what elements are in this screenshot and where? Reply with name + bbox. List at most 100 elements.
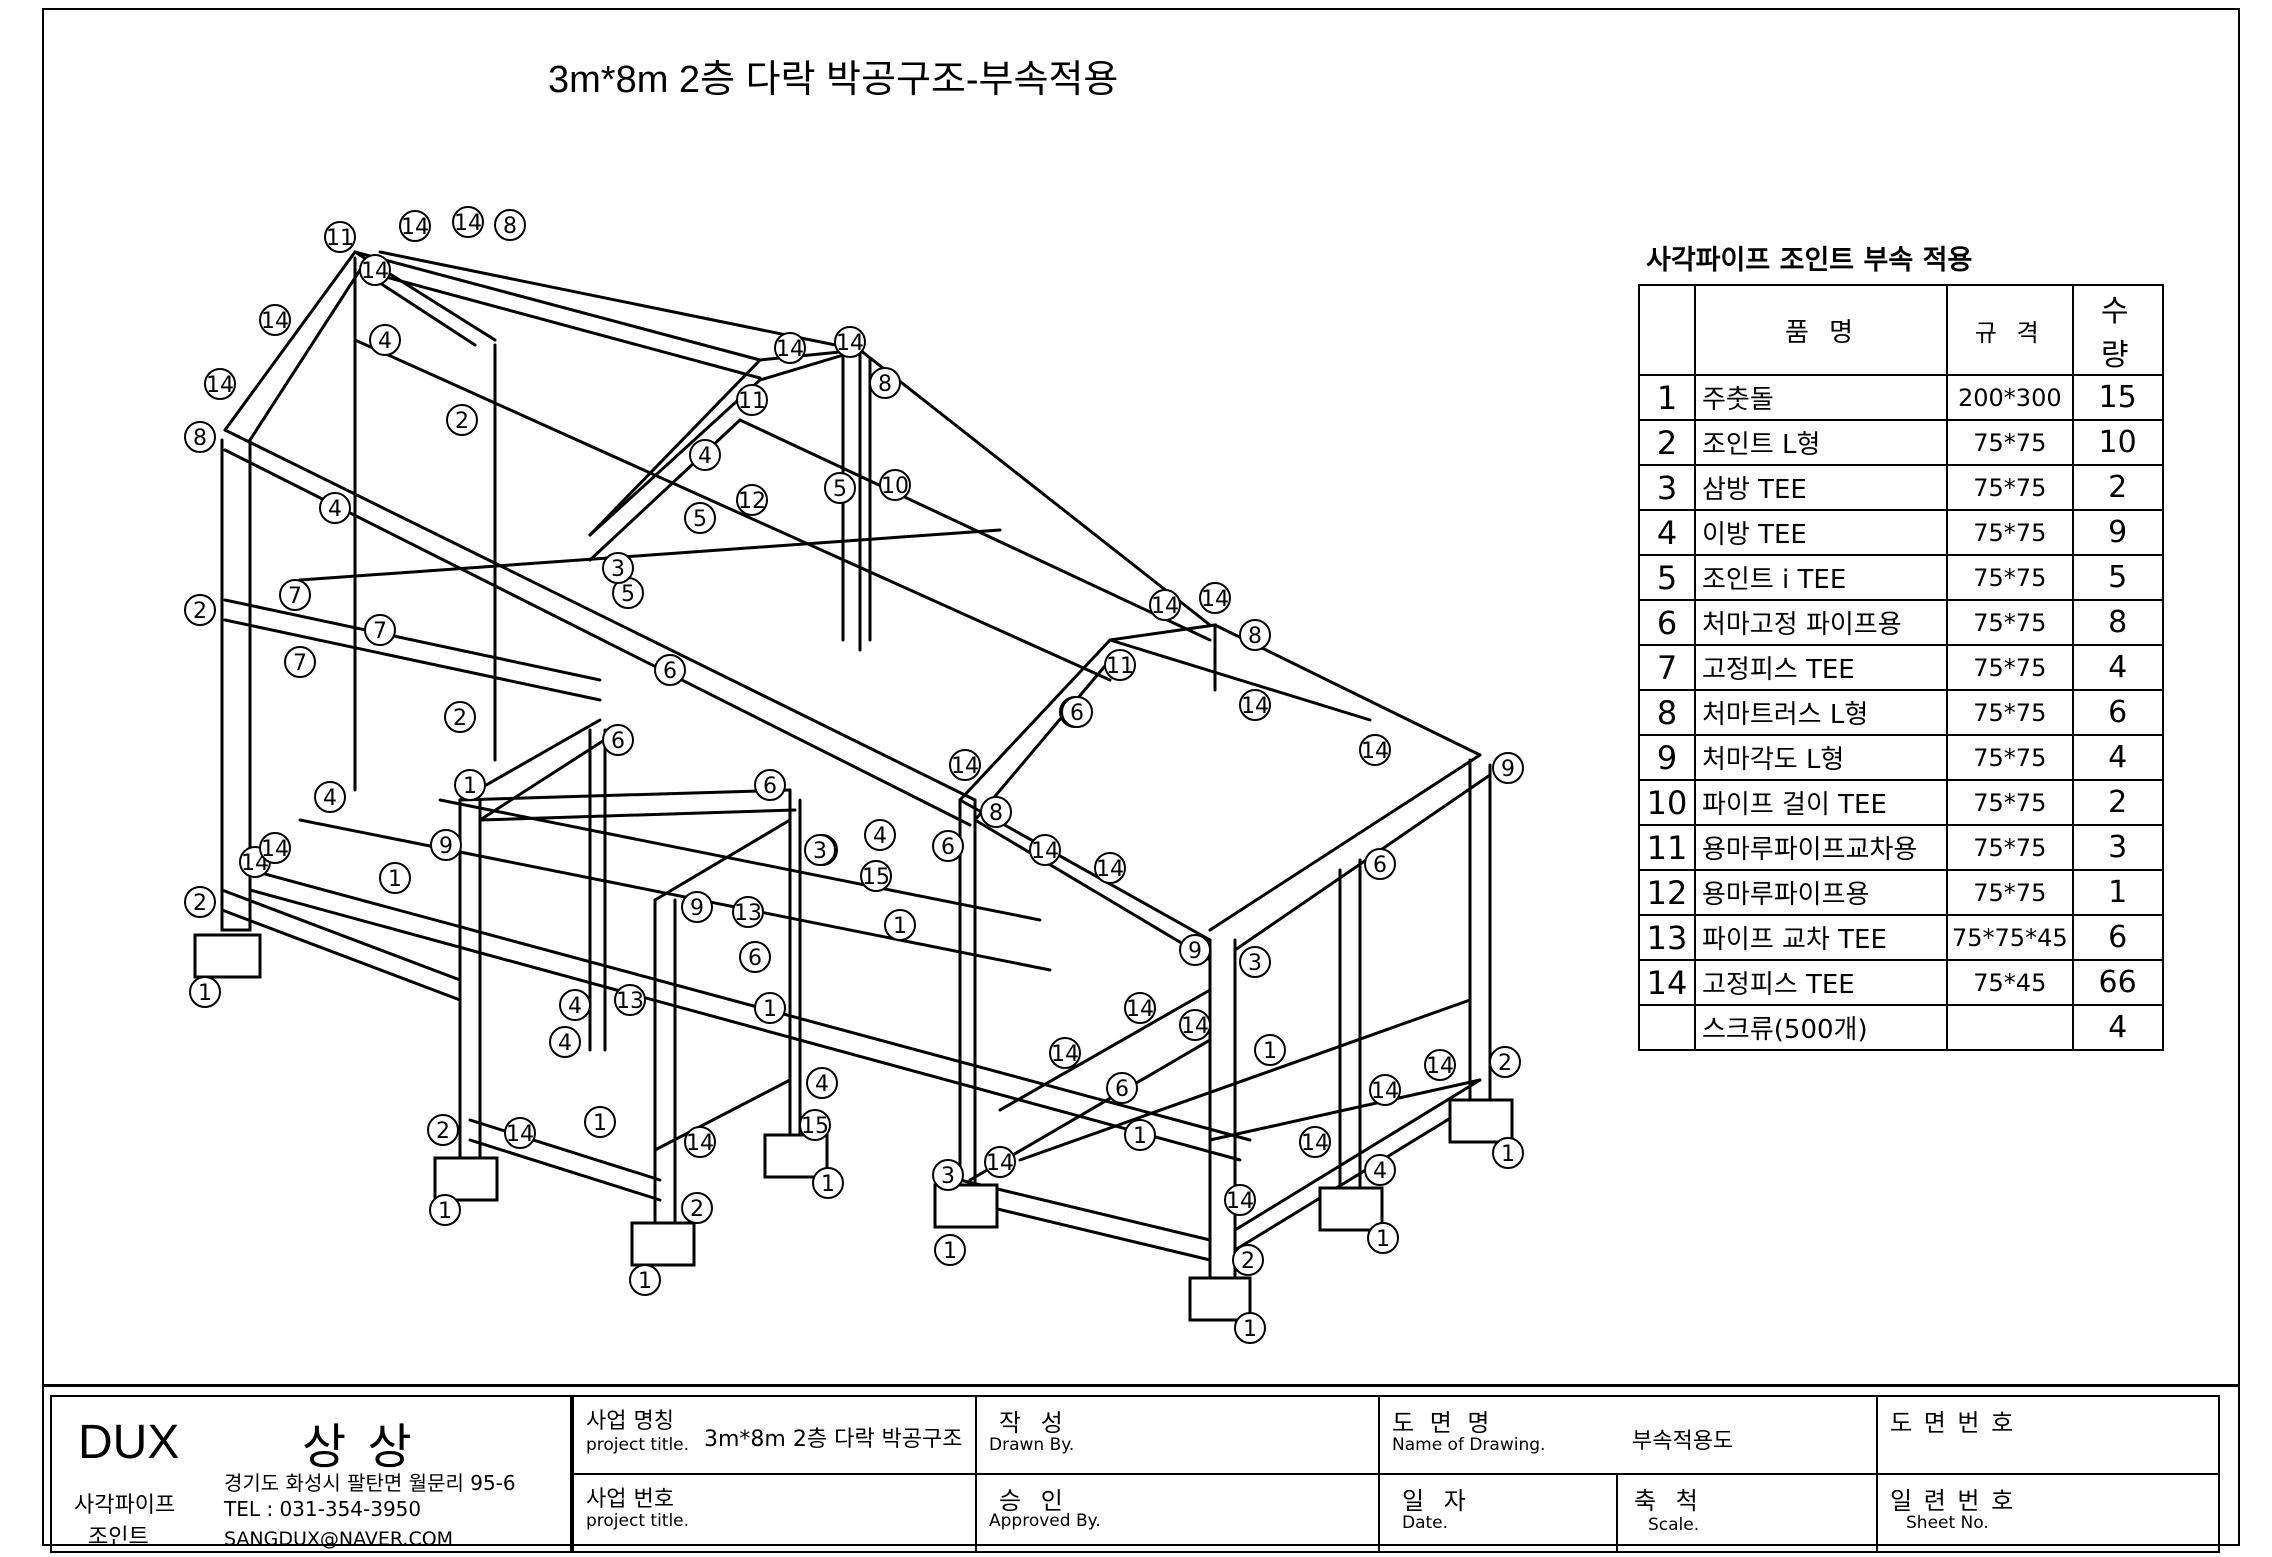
part-callout: 1 xyxy=(1367,1222,1399,1254)
part-callout: 14 xyxy=(984,1146,1016,1178)
part-qty: 2 xyxy=(2071,464,2164,511)
part-no xyxy=(1638,1004,1696,1051)
part-callout: 15 xyxy=(860,860,892,892)
svg-text:4: 4 xyxy=(328,497,342,522)
part-callout: 8 xyxy=(1239,619,1271,651)
part-name: 고정피스 TEE xyxy=(1694,959,1948,1006)
svg-text:1: 1 xyxy=(1263,1039,1277,1064)
svg-text:14: 14 xyxy=(1031,839,1059,864)
svg-text:9: 9 xyxy=(690,896,704,921)
part-callout: 7 xyxy=(284,646,316,678)
svg-text:2: 2 xyxy=(436,1119,450,1144)
svg-text:2: 2 xyxy=(1241,1249,1255,1274)
svg-text:14: 14 xyxy=(506,1122,534,1147)
part-callout: 14 xyxy=(259,832,291,864)
svg-text:14: 14 xyxy=(951,754,979,779)
svg-text:6: 6 xyxy=(1115,1077,1129,1102)
part-name: 주춧돌 xyxy=(1694,374,1948,421)
company-cell: DUX 상 상 사각파이프 조인트 경기도 화성시 팔탄면 월문리 95-6 T… xyxy=(50,1395,572,1553)
svg-text:14: 14 xyxy=(1241,694,1269,719)
part-no: 8 xyxy=(1638,689,1696,736)
svg-text:1: 1 xyxy=(198,981,212,1006)
part-no: 14 xyxy=(1638,959,1696,1006)
product-line-1: 사각파이프 xyxy=(74,1493,176,1518)
svg-text:7: 7 xyxy=(288,584,302,609)
scale-sub: Scale. xyxy=(1648,1515,1700,1535)
part-callout: 14 xyxy=(834,326,866,358)
part-callout: 14 xyxy=(684,1126,716,1158)
part-spec: 75*75 xyxy=(1946,689,2074,736)
part-qty: 3 xyxy=(2071,824,2164,871)
project-name-value: 3m*8m 2층 다락 박공구조 xyxy=(704,1427,963,1452)
part-callout: 14 xyxy=(1029,834,1061,866)
project-name-sub: project title. xyxy=(586,1435,690,1455)
part-name: 용마루파이프용 xyxy=(1694,869,1948,916)
part-callout: 14 xyxy=(204,368,236,400)
part-callout: 4 xyxy=(689,439,721,471)
part-no: 1 xyxy=(1638,374,1696,421)
part-callout: 6 xyxy=(932,830,964,862)
svg-text:14: 14 xyxy=(986,1151,1014,1176)
part-no: 13 xyxy=(1638,914,1696,961)
sheet-no-label: 일 련 번 호 xyxy=(1890,1487,2016,1515)
part-callout: 14 xyxy=(1199,582,1231,614)
part-callout: 14 xyxy=(359,254,391,286)
project-name-label: 사업 명칭 xyxy=(586,1409,674,1434)
svg-text:14: 14 xyxy=(776,337,804,362)
svg-text:15: 15 xyxy=(862,865,890,890)
approved-label: 승 인 xyxy=(999,1487,1069,1515)
company-address: 경기도 화성시 팔탄면 월문리 95-6 xyxy=(224,1471,516,1495)
table-row: 스크류(500개)4 xyxy=(1638,1004,2164,1051)
part-spec: 75*75 xyxy=(1946,644,2074,691)
part-callout: 14 xyxy=(949,749,981,781)
part-callout: 2 xyxy=(446,404,478,436)
svg-text:9: 9 xyxy=(439,834,453,859)
part-callout: 3 xyxy=(804,834,836,866)
date-label: 일 자 xyxy=(1402,1487,1472,1515)
part-qty: 10 xyxy=(2071,419,2164,466)
svg-text:14: 14 xyxy=(686,1131,714,1156)
part-qty: 8 xyxy=(2071,599,2164,646)
part-no: 5 xyxy=(1638,554,1696,601)
company-name: DUX xyxy=(78,1416,180,1469)
part-qty: 6 xyxy=(2071,914,2164,961)
svg-text:4: 4 xyxy=(378,329,392,354)
part-callout: 14 xyxy=(1359,734,1391,766)
svg-text:9: 9 xyxy=(1501,757,1515,782)
sheet-no-sub: Sheet No. xyxy=(1906,1513,1989,1533)
svg-text:6: 6 xyxy=(763,774,777,799)
part-spec: 75*45 xyxy=(1946,959,2074,1006)
parts-table-title: 사각파이프 조인트 부속 적용 xyxy=(1646,245,1973,276)
svg-text:8: 8 xyxy=(1248,624,1262,649)
part-callout: 2 xyxy=(184,594,216,626)
svg-text:9: 9 xyxy=(1188,939,1202,964)
part-callout: 1 xyxy=(1234,1312,1266,1344)
part-qty: 1 xyxy=(2071,869,2164,916)
svg-text:8: 8 xyxy=(989,801,1003,826)
footing-block xyxy=(1318,1186,1384,1232)
svg-text:14: 14 xyxy=(1371,1079,1399,1104)
svg-text:14: 14 xyxy=(261,309,289,334)
footing-block xyxy=(193,933,262,979)
svg-text:2: 2 xyxy=(1498,1051,1512,1076)
part-callout: 7 xyxy=(279,579,311,611)
part-spec: 75*75 xyxy=(1946,599,2074,646)
part-qty: 4 xyxy=(2071,644,2164,691)
part-qty: 4 xyxy=(2071,734,2164,781)
part-callout: 4 xyxy=(319,492,351,524)
svg-text:1: 1 xyxy=(638,1269,652,1294)
svg-text:3: 3 xyxy=(1248,951,1262,976)
part-callout: 5 xyxy=(824,472,856,504)
svg-text:14: 14 xyxy=(361,259,389,284)
svg-text:14: 14 xyxy=(1096,857,1124,882)
